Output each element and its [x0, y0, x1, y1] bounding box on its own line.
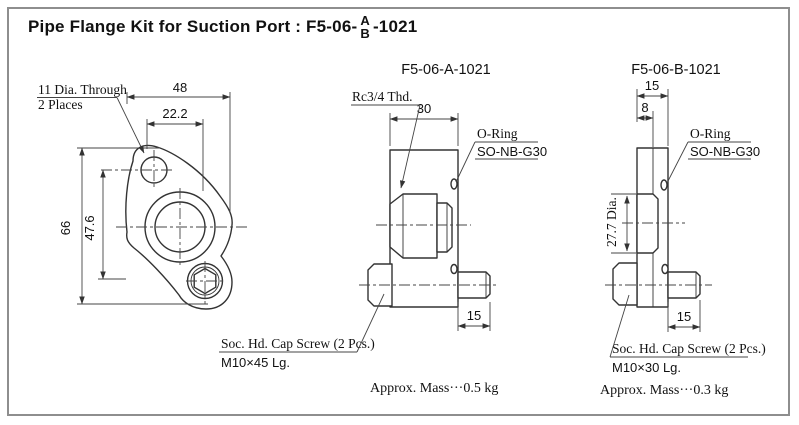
front-view: 48 22.2 66 47.6 [37, 80, 250, 310]
view-a-screw-oring-section [450, 263, 458, 275]
hole-note-line1: 11 Dia. Through [38, 82, 127, 97]
view-b-dim-boss-dia: 27.7 Dia. [604, 193, 636, 254]
title-variant-a: A [360, 13, 370, 28]
view-a-oring-section [450, 178, 458, 190]
view-a-thread-note: Rc3/4 Thd. [351, 89, 421, 189]
title-prefix: Pipe Flange Kit for Suction Port : F5-06… [28, 17, 358, 37]
view-a-dim-thread-length: 15 [457, 302, 491, 331]
view-a-part-no: F5-06-A-1021 [401, 62, 490, 78]
view-a-oring-note-line1: O-Ring [477, 126, 518, 141]
view-b-oring-note-line1: O-Ring [690, 126, 731, 141]
view-b-dim-body-width-label: 15 [645, 78, 659, 93]
view-b-oring-note-line2: SO-NB-G30 [690, 144, 760, 159]
dim-overall-height-label: 66 [58, 221, 73, 235]
view-b-screw-head [612, 262, 638, 306]
view-a-thread-boss [389, 193, 438, 259]
view-a-oring-note: O-Ring SO-NB-G30 [455, 126, 547, 183]
dim-overall-width: 48 [126, 80, 231, 212]
view-a-thread-note-label: Rc3/4 Thd. [352, 89, 413, 104]
dim-overall-width-label: 48 [173, 80, 187, 95]
view-b-oring-note: O-Ring SO-NB-G30 [666, 126, 760, 184]
view-b-dim-thread-length: 15 [667, 300, 701, 332]
view-b-screw-note-line1: Soc. Hd. Cap Screw (2 Pcs.) [612, 341, 766, 356]
view-b: F5-06-B-1021 15 [600, 62, 766, 398]
dim-overall-height: 66 [58, 147, 208, 305]
dim-bolt-spacing: 47.6 [82, 169, 126, 280]
view-a-dim-thread-length-label: 15 [467, 308, 481, 323]
title-variant-stack: A B [360, 14, 370, 41]
view-b-centerlines [605, 222, 712, 286]
hole-note: 11 Dia. Through 2 Places [37, 82, 145, 154]
view-b-mass-note: Approx. Mass···0.3 kg [600, 383, 728, 398]
sheet-border [7, 7, 790, 416]
view-a-mass-note: Approx. Mass···0.5 kg [370, 381, 498, 396]
view-b-screw-note: Soc. Hd. Cap Screw (2 Pcs.) M10×30 Lg. [609, 294, 766, 375]
view-a-screw-note-line2: M10×45 Lg. [221, 355, 290, 370]
view-b-screw-note-line2: M10×30 Lg. [612, 360, 681, 375]
view-a-pilot-step [436, 202, 453, 253]
view-b-dim-step-label: 8 [641, 100, 648, 115]
view-b-part-no: F5-06-B-1021 [631, 62, 720, 78]
page-title: Pipe Flange Kit for Suction Port : F5-06… [28, 14, 417, 41]
title-variant-b: B [360, 26, 370, 42]
title-suffix: -1021 [372, 17, 418, 37]
view-b-pilot-boss [636, 193, 659, 254]
view-b-oring-section [660, 179, 668, 191]
front-view-centerlines [101, 150, 250, 304]
dim-hole-offset: 22.2 [146, 106, 204, 191]
hole-note-line2: 2 Places [38, 97, 83, 112]
view-a: F5-06-A-1021 30 [219, 62, 547, 396]
flange-outline [125, 144, 233, 310]
view-b-dim-step: 8 [636, 100, 654, 147]
view-b-screw-oring-section [661, 263, 669, 275]
dim-hole-offset-label: 22.2 [162, 106, 187, 121]
view-a-centerlines [359, 224, 499, 286]
screw-hex-socket [193, 267, 217, 295]
view-a-dim-body-width: 30 [389, 101, 459, 146]
view-a-oring-note-line2: SO-NB-G30 [477, 144, 547, 159]
view-a-screw-note-line1: Soc. Hd. Cap Screw (2 Pcs.) [221, 336, 375, 351]
view-a-dim-body-width-label: 30 [417, 101, 431, 116]
dim-bolt-spacing-label: 47.6 [82, 215, 97, 240]
view-b-dim-thread-length-label: 15 [677, 309, 691, 324]
view-b-dim-boss-dia-label: 27.7 Dia. [604, 197, 619, 247]
view-a-screw-note: Soc. Hd. Cap Screw (2 Pcs.) M10×45 Lg. [219, 293, 385, 370]
